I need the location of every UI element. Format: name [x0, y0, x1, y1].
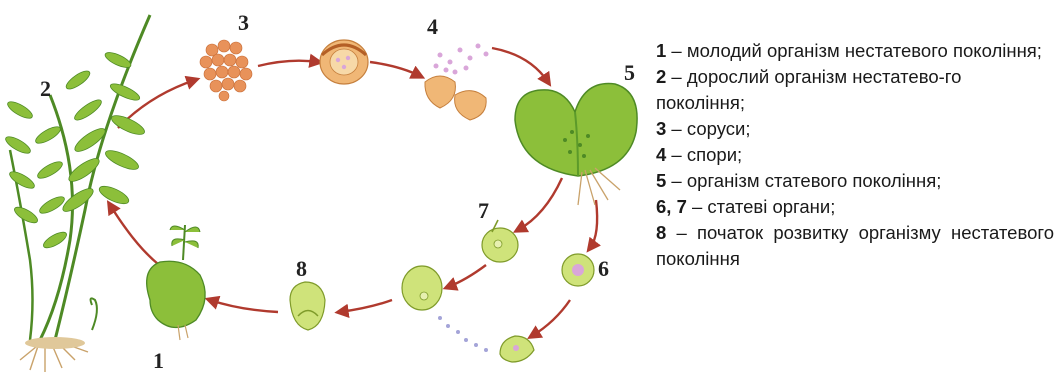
zygote-illustration: [402, 266, 488, 352]
legend-text: – молодий організм нестатевого покоління…: [666, 40, 1042, 61]
legend-key: 5: [656, 170, 666, 191]
stage-number-7: 7: [478, 198, 489, 223]
arrow-7-to-join: [448, 265, 486, 287]
legend-key: 8: [656, 222, 666, 243]
legend-text: – дорослий організм нестатево-го поколін…: [656, 66, 961, 113]
arrow-sporangium-to-4: [370, 62, 420, 76]
legend-item-3: 3 – соруси;: [656, 116, 1054, 142]
legend-item-6-7: 6, 7 – статеві органи;: [656, 194, 1054, 220]
arrow-3-to-sporangium: [258, 61, 318, 66]
legend-text: – спори;: [666, 144, 742, 165]
arrow-8-to-1: [210, 300, 278, 312]
legend-item-1: 1 – молодий організм нестатевого поколін…: [656, 38, 1054, 64]
sex-organ-7-illustration: [482, 220, 518, 262]
arrow-1-to-2: [110, 205, 158, 264]
sporangium-illustration: [320, 40, 368, 84]
arrow-4-to-5: [492, 48, 548, 82]
fern-life-cycle-diagram: 1 2 3 4 5 6 7 8: [0, 0, 650, 376]
stage-number-3: 3: [238, 10, 249, 35]
legend-text: – початок розвитку організму нестатевого…: [656, 222, 1054, 269]
adult-fern-illustration: [3, 15, 150, 372]
sori-illustration: [200, 40, 252, 101]
legend-text: – соруси;: [666, 118, 750, 139]
legend-key: 3: [656, 118, 666, 139]
legend-key: 1: [656, 40, 666, 61]
gametophyte-illustration: [515, 84, 637, 205]
legend: 1 – молодий організм нестатевого поколін…: [656, 38, 1054, 272]
spores-illustration: [425, 44, 489, 121]
sperm-release-illustration: [500, 336, 534, 362]
stage-number-1: 1: [153, 348, 164, 373]
legend-key: 4: [656, 144, 666, 165]
young-sporophyte-illustration: [147, 225, 205, 340]
legend-item-5: 5 – організм статевого покоління;: [656, 168, 1054, 194]
arrow-5-to-7: [518, 178, 562, 230]
legend-item-4: 4 – спори;: [656, 142, 1054, 168]
legend-item-8: 8 – початок розвитку організму нестатево…: [656, 220, 1054, 272]
legend-text: – організм статевого покоління;: [666, 170, 941, 191]
arrow-join-to-8: [340, 300, 392, 312]
stage-number-2: 2: [40, 76, 51, 101]
sex-organ-6-illustration: [562, 254, 594, 286]
legend-key: 6, 7: [656, 196, 687, 217]
legend-text: – статеві органи;: [687, 196, 836, 217]
arrow-5-to-6: [590, 200, 597, 248]
stage-number-4: 4: [427, 14, 438, 39]
legend-key: 2: [656, 66, 666, 87]
legend-item-2: 2 – дорослий організм нестатево-го покол…: [656, 64, 1054, 116]
stage-number-8: 8: [296, 256, 307, 281]
arrow-6-to-join: [532, 300, 570, 336]
stage-number-6: 6: [598, 256, 609, 281]
embryo-illustration: [290, 282, 325, 330]
stage-number-5: 5: [624, 60, 635, 85]
